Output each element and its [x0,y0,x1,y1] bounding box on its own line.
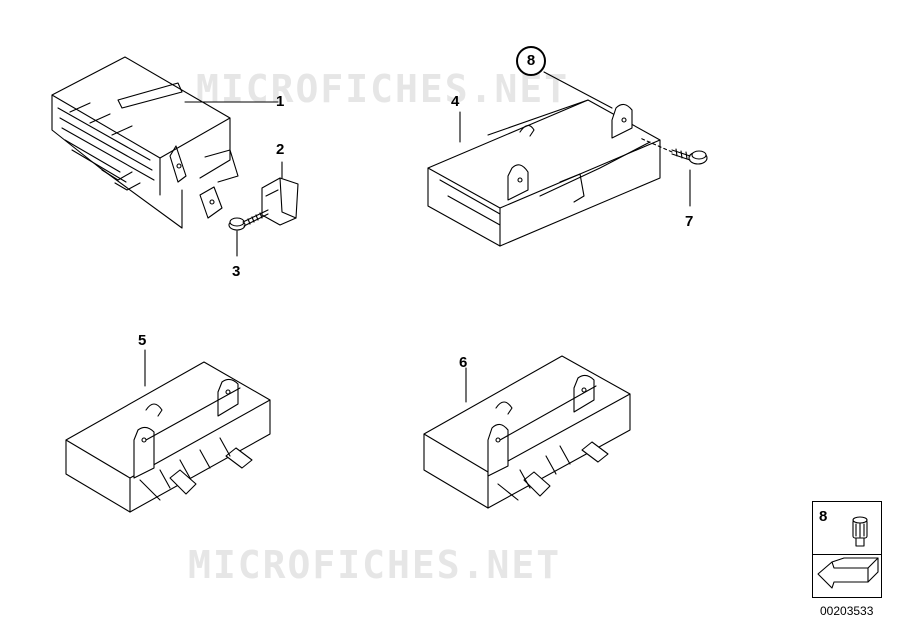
part-4-cover[interactable] [427,99,661,247]
callout-8-leader [543,71,613,109]
watermark-top: MICROFICHES.NET [196,67,570,111]
part-3-screw[interactable] [228,209,269,257]
callout-5[interactable]: 5 [138,332,147,349]
legend-number: 8 [819,508,828,525]
watermark-bottom: MICROFICHES.NET [188,543,562,587]
callout-4[interactable]: 4 [451,93,460,110]
part-6-housing[interactable] [423,355,631,509]
legend-divider [813,554,881,555]
callout-2[interactable]: 2 [276,141,285,158]
part-7-screw[interactable] [639,137,708,207]
callout-3[interactable]: 3 [232,263,241,280]
part-5-housing[interactable] [65,349,271,513]
part-2-clip[interactable] [261,161,299,226]
callout-8-circled[interactable]: 8 [516,46,546,76]
callout-6[interactable]: 6 [459,354,468,371]
callout-7[interactable]: 7 [685,213,694,230]
callout-1[interactable]: 1 [276,93,285,110]
document-number: 00203533 [820,604,874,618]
legend-arrow-icon [817,557,879,589]
part-1-housing[interactable] [51,56,279,229]
legend-box: 8 [812,501,882,598]
legend-clip-icon [852,516,868,547]
